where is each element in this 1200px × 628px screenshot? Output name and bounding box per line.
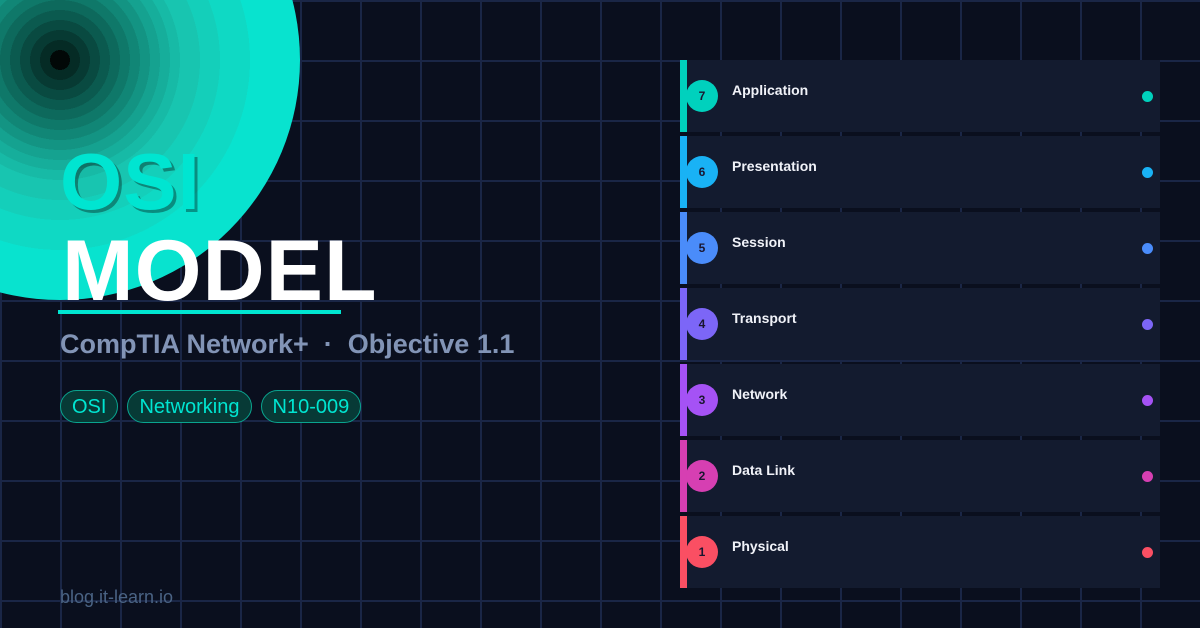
layer-number-badge: 2 bbox=[686, 460, 718, 492]
layer-card-session: 5 Session bbox=[680, 212, 1160, 284]
layer-card-application: 7 Application bbox=[680, 60, 1160, 132]
status-dot-icon bbox=[1142, 319, 1153, 330]
layer-name: Network bbox=[732, 386, 788, 402]
layer-card-data-link: 2 Data Link bbox=[680, 440, 1160, 512]
layer-name: Transport bbox=[732, 310, 797, 326]
status-dot-icon bbox=[1142, 547, 1153, 558]
layer-number-badge: 1 bbox=[686, 536, 718, 568]
layer-card-transport: 4 Transport bbox=[680, 288, 1160, 360]
title-osi: OSI bbox=[60, 137, 201, 226]
layer-color-bar bbox=[680, 364, 687, 436]
layer-number-badge: 6 bbox=[686, 156, 718, 188]
tag-networking: Networking bbox=[127, 390, 252, 423]
status-dot-icon bbox=[1142, 167, 1153, 178]
tag-exam-code: N10-009 bbox=[260, 390, 362, 423]
layer-number-badge: 4 bbox=[686, 308, 718, 340]
title-model: MODEL bbox=[62, 223, 378, 319]
layer-name: Physical bbox=[732, 538, 789, 554]
layer-name: Presentation bbox=[732, 158, 817, 174]
layer-color-bar bbox=[680, 212, 687, 284]
status-dot-icon bbox=[1142, 243, 1153, 254]
layer-name: Data Link bbox=[732, 462, 796, 478]
layer-color-bar bbox=[680, 136, 687, 208]
layer-number-badge: 5 bbox=[686, 232, 718, 264]
layer-number-badge: 3 bbox=[686, 384, 718, 416]
layer-name: Session bbox=[732, 234, 786, 250]
tag-osi: OSI bbox=[60, 390, 119, 423]
layer-name: Application bbox=[732, 82, 809, 98]
osi-layer-stack: 7 Application 6 Presentation 5 Session 4… bbox=[680, 60, 1160, 592]
tag-list: OSI Networking N10-009 bbox=[60, 390, 362, 423]
status-dot-icon bbox=[1142, 395, 1153, 406]
layer-number-badge: 7 bbox=[686, 80, 718, 112]
layer-color-bar bbox=[680, 60, 687, 132]
layer-color-bar bbox=[680, 516, 687, 588]
title-underline bbox=[58, 310, 341, 314]
layer-card-network: 3 Network bbox=[680, 364, 1160, 436]
subtitle: CompTIA Network+ · Objective 1.1 bbox=[60, 329, 515, 359]
status-dot-icon bbox=[1142, 471, 1153, 482]
layer-color-bar bbox=[680, 440, 687, 512]
status-dot-icon bbox=[1142, 91, 1153, 102]
layer-color-bar bbox=[680, 288, 687, 360]
layer-card-presentation: 6 Presentation bbox=[680, 136, 1160, 208]
footer-site-url: blog.it-learn.io bbox=[60, 587, 174, 607]
layer-card-physical: 1 Physical bbox=[680, 516, 1160, 588]
